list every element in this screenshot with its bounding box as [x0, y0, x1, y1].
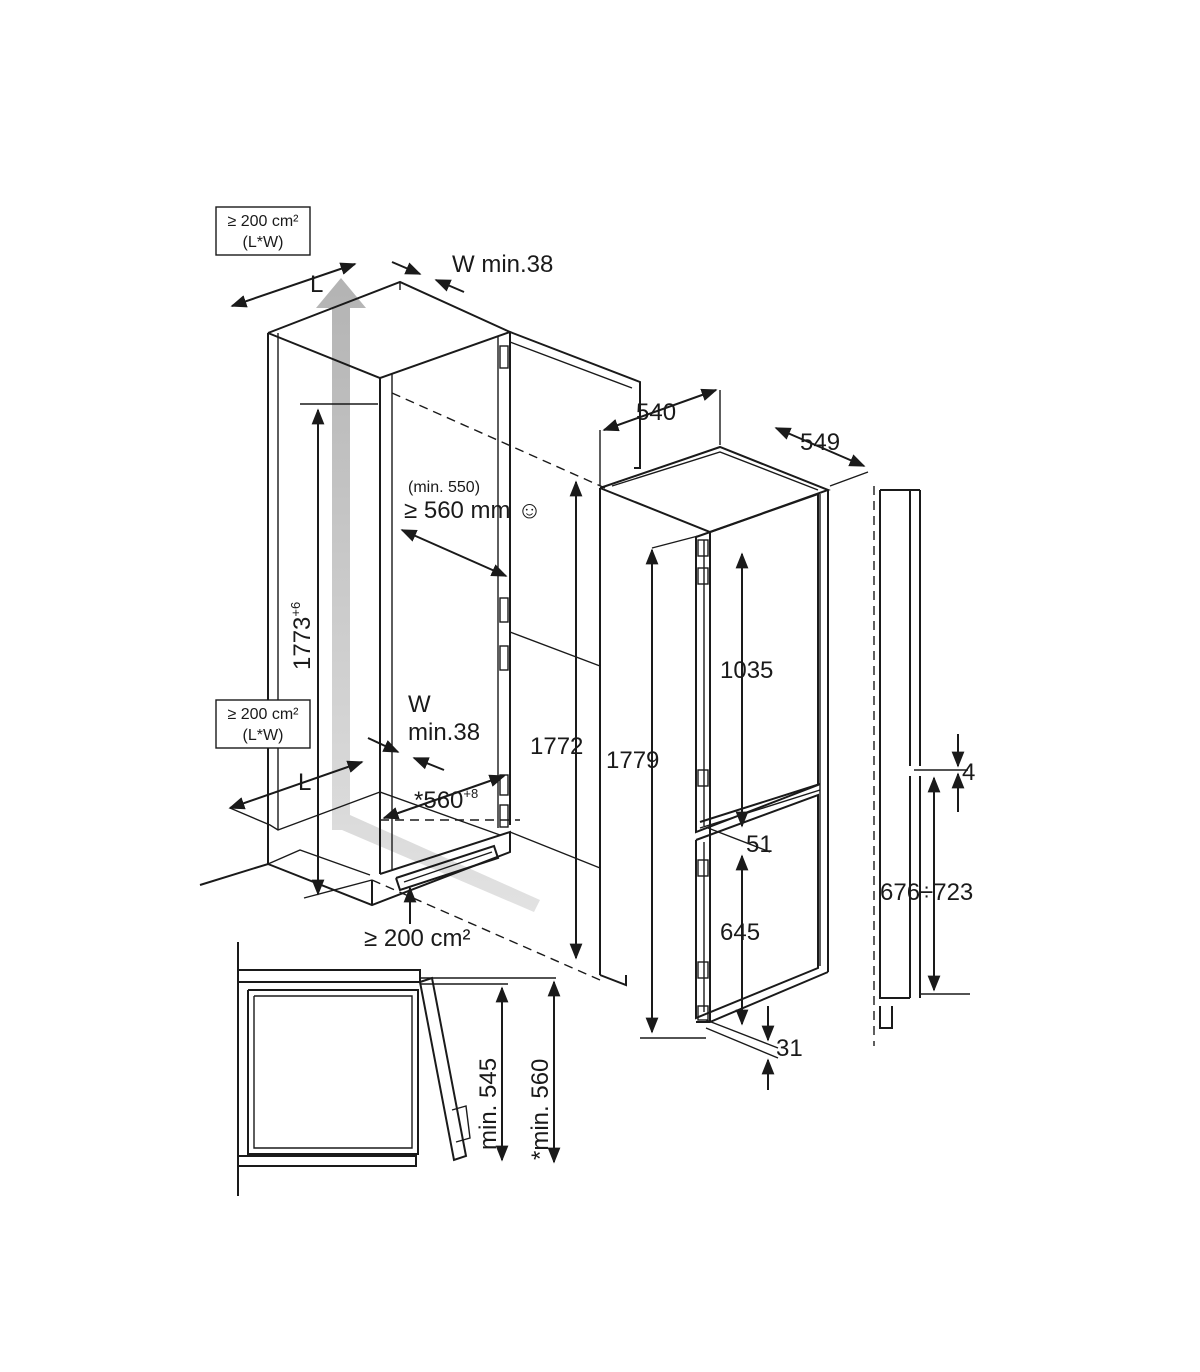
label-1772: 1772 [530, 733, 583, 760]
dim-door-clearance [400, 529, 508, 577]
bottom-section [237, 942, 556, 1196]
vent-label-top: ≥ 200 cm² (L*W) [215, 206, 311, 256]
label-L-top: L [310, 271, 323, 298]
dim-width [602, 388, 718, 432]
label-L-bottom: L [298, 769, 311, 796]
dim-depth [774, 427, 866, 467]
label-min550: (min. 550) [408, 479, 480, 496]
label-min560: *min. 560 [527, 1059, 554, 1160]
label-560mm: ≥ 560 mm ☺ [404, 497, 542, 524]
label-niche-depth: *560+8 [414, 786, 478, 814]
niche-cabinet [199, 278, 641, 981]
label-1035: 1035 [720, 657, 773, 684]
label-51: 51 [746, 831, 773, 858]
label-w-min-top: W min.38 [452, 251, 553, 278]
dim-L-bottom [228, 760, 364, 810]
label-676-723: 676÷723 [880, 879, 973, 906]
label-31: 31 [776, 1035, 803, 1062]
label-4: 4 [962, 759, 975, 786]
svg-text:(L*W): (L*W) [243, 727, 284, 744]
airflow-arrow [316, 278, 540, 912]
svg-text:≥ 200 cm²: ≥ 200 cm² [227, 213, 299, 230]
label-min545: min. 545 [475, 1058, 502, 1150]
label-niche-height: 1773+6 [288, 602, 316, 670]
svg-text:(L*W): (L*W) [243, 234, 284, 251]
appliance [599, 445, 831, 1023]
label-plinth-vent: ≥ 200 cm² [364, 925, 471, 952]
dim-niche-depth [382, 774, 506, 820]
label-min38-bottom: min.38 [408, 719, 480, 746]
svg-text:≥ 200 cm²: ≥ 200 cm² [227, 706, 299, 723]
dim-L-top [230, 262, 357, 308]
label-549: 549 [800, 429, 840, 456]
label-645: 645 [720, 919, 760, 946]
label-540: 540 [636, 399, 676, 426]
label-1779: 1779 [606, 747, 659, 774]
label-w-bottom: W [408, 691, 431, 718]
vent-label-bottom: ≥ 200 cm² (L*W) [215, 699, 311, 749]
door-panel-section [873, 486, 968, 1046]
